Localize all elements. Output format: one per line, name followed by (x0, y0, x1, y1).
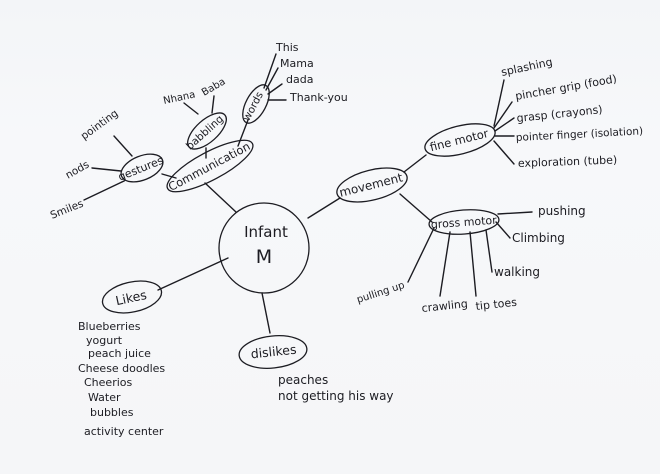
line-gestures-pointing (113, 135, 133, 157)
movement-label: movement (338, 170, 405, 199)
fine-motor-bubble: fine motor splashing pincher grip (food)… (424, 55, 644, 170)
gestures-item-smiles: Smiles (49, 198, 86, 222)
words-item-mama: Mama (280, 57, 314, 70)
line-fine-pincher (493, 101, 513, 129)
likes-item-yogurt: yogurt (86, 334, 123, 347)
babbling-bubble: babbling Nhana Baba (162, 76, 228, 152)
likes-item-blueberries: Blueberries (78, 320, 141, 333)
communication-oval (166, 139, 254, 193)
likes-item-cheerios: Cheerios (84, 376, 132, 389)
likes-label: Likes (114, 287, 148, 308)
gross-motor-item-pullingup: pulling up (356, 280, 407, 306)
line-movement-grossmotor (399, 193, 433, 223)
words-item-this: This (275, 41, 299, 54)
movement-oval (336, 167, 408, 203)
dislikes-item-not-getting-way: not getting his way (278, 389, 394, 403)
words-item-dada: dada (286, 73, 313, 86)
dislikes-item-peaches: peaches (278, 373, 328, 387)
fine-motor-item-pointer-finger: pointer finger (isolation) (516, 125, 644, 144)
babbling-item-baba: Baba (200, 76, 228, 98)
center-circle (218, 202, 310, 294)
likes-bubble: Likes Blueberries yogurt peach juice Che… (78, 280, 165, 438)
words-bubble: words This Mama dada Thank-you (241, 41, 348, 124)
gestures-bubble: gestures nods pointing Smiles (49, 107, 166, 222)
likes-item-bubbles: bubbles (90, 406, 134, 419)
words-item-thankyou: Thank-you (289, 91, 348, 104)
center-label-line1: Infant (244, 223, 288, 241)
fine-motor-item-splashing: splashing (500, 55, 554, 79)
line-gestures-nods (91, 167, 122, 172)
babbling-item-nhana: Nhana (162, 89, 196, 107)
gross-motor-item-climbing: Climbing (512, 231, 565, 245)
babbling-oval (187, 112, 227, 150)
fine-motor-oval (424, 123, 496, 157)
line-communication-gestures (161, 173, 177, 179)
line-gross-crawling (439, 231, 451, 297)
dislikes-bubble: dislikes peaches not getting his way (238, 335, 394, 403)
likes-item-water: Water (88, 391, 121, 404)
center-bubble: Infant M (218, 202, 310, 294)
line-words-dada (267, 83, 283, 95)
fine-motor-label: fine motor (428, 126, 490, 154)
line-gross-pullingup (407, 227, 435, 283)
line-babbling-nhana (183, 102, 199, 115)
fine-motor-item-grasp: grasp (crayons) (516, 103, 603, 125)
line-words-mama (265, 67, 279, 91)
line-center-dislikes (261, 292, 271, 334)
line-gross-walking (485, 229, 493, 273)
line-gestures-smiles (83, 180, 125, 201)
gross-motor-item-walking: walking (494, 265, 540, 279)
line-communication-words (237, 119, 249, 147)
fine-motor-item-exploration: exploration (tube) (518, 154, 618, 170)
gross-motor-item-pushing: pushing (538, 204, 586, 218)
gross-motor-item-tiptoes: tip toes (475, 296, 518, 313)
line-gross-climbing (495, 221, 511, 239)
line-fine-exploration (493, 140, 515, 165)
line-fine-grasp (494, 117, 515, 132)
line-center-movement (307, 197, 341, 219)
gestures-item-nods: nods (64, 159, 92, 182)
center-label-line2: M (256, 246, 272, 268)
words-oval (242, 84, 270, 124)
gross-motor-oval (428, 209, 500, 235)
fine-motor-item-pincher-grip: pincher grip (food) (514, 72, 617, 103)
likes-oval (101, 280, 163, 314)
line-words-this (263, 53, 277, 89)
connector-lines (83, 53, 533, 334)
line-fine-splashing (493, 79, 505, 127)
movement-bubble: movement (336, 167, 408, 203)
line-babbling-baba (211, 95, 215, 114)
gross-motor-label: gross motor (430, 214, 497, 232)
gestures-oval (120, 153, 164, 183)
dislikes-label: dislikes (250, 342, 297, 362)
dislikes-oval (238, 335, 308, 369)
communication-label: Communication (166, 139, 253, 194)
gestures-label: gestures (116, 154, 165, 184)
likes-item-peach-juice: peach juice (88, 347, 151, 360)
gross-motor-bubble: gross motor pushing Climbing walking tip… (356, 204, 586, 315)
line-center-communication (204, 182, 237, 213)
likes-item-cheese-doodles: Cheese doodles (78, 362, 165, 375)
communication-bubble: Communication (166, 139, 254, 194)
line-movement-finemotor (403, 154, 427, 173)
line-gross-pushing (497, 211, 533, 215)
likes-item-activity-center: activity center (84, 425, 164, 438)
line-center-likes (157, 257, 229, 291)
gross-motor-item-crawling: crawling (421, 297, 468, 315)
line-gross-tiptoes (469, 231, 477, 297)
